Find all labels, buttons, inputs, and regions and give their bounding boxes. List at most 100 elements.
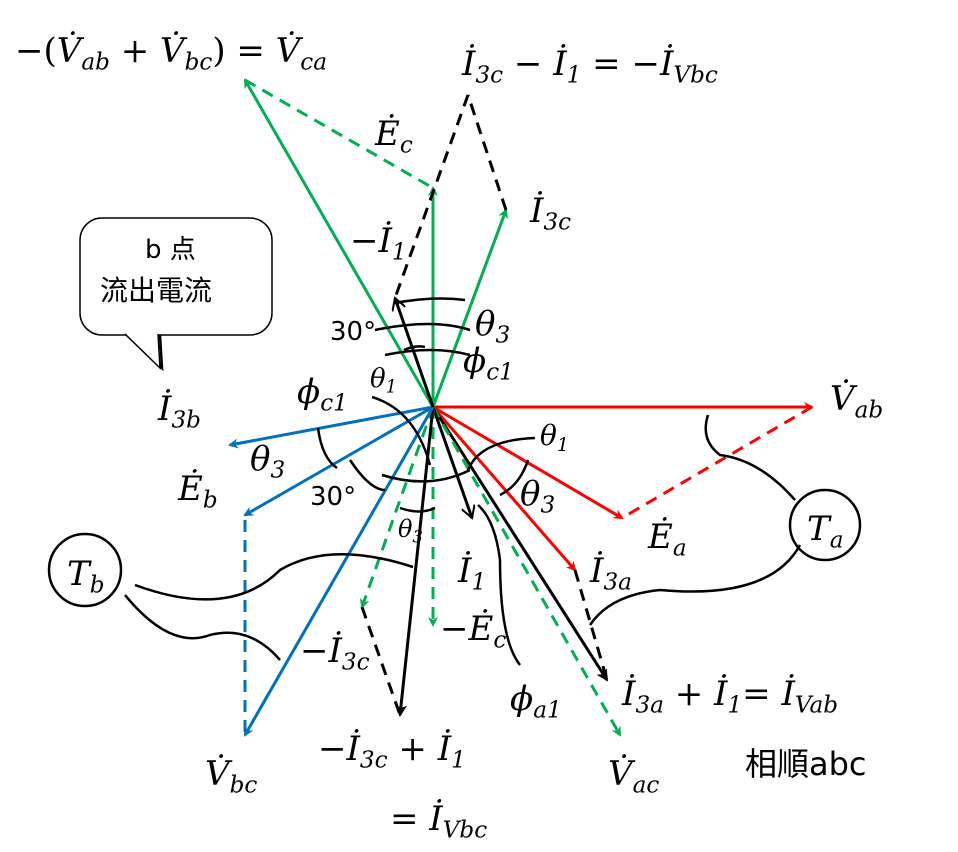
construction-line-i3c <box>466 94 508 211</box>
wire-ta-1 <box>588 544 802 626</box>
angle-arc-theta3-right <box>499 459 530 497</box>
label-main: İ <box>621 674 636 714</box>
label-phi-c1-top: ϕc1​ <box>463 341 514 385</box>
label-main: = − <box>581 44 660 84</box>
angle-arc-theta1-top <box>403 345 426 352</box>
label-main: Ė <box>374 114 400 154</box>
label-main: İ <box>552 44 567 84</box>
label-subscript: ca <box>300 49 327 75</box>
label-main: − <box>503 44 553 84</box>
label-subscript: a <box>673 535 687 561</box>
vector-i3b <box>228 405 434 449</box>
label-main: θ <box>540 419 557 452</box>
label-i1: İ1​ <box>457 551 486 595</box>
vector-i3c <box>431 208 508 408</box>
label-main: V̇ <box>276 31 304 71</box>
label-main: V̇ <box>205 754 233 794</box>
label-neg-i3c: −İ3c​ <box>300 631 370 675</box>
label-main: θ <box>475 304 495 344</box>
label-main: ϕ <box>297 372 320 412</box>
wire-tb-2 <box>124 594 281 661</box>
angle-arc-theta3-left <box>316 427 338 470</box>
label-phi-c1-left: ϕc1​ <box>297 372 348 416</box>
terminal-ta-circle <box>788 488 862 562</box>
label-subscript: 1 <box>471 569 486 595</box>
label-vab: V̇ab​ <box>830 379 883 424</box>
label-theta3-top: θ3​ <box>475 304 510 348</box>
vector-ivab <box>431 406 609 682</box>
phase-order-label: 相順abc <box>745 745 867 783</box>
label-main: Ė <box>177 469 203 509</box>
label-ivbc-eq2: = İVbc​ <box>390 799 487 843</box>
label-eb: Ėb​ <box>177 469 218 513</box>
label-subscript: c1 <box>486 359 514 385</box>
label-main: V̇ <box>830 379 858 419</box>
label-ivab-eq: İ3a​ + İ1​= İVab​ <box>621 674 838 718</box>
label-vbc: V̇bc​ <box>205 754 257 799</box>
vector-i3a <box>431 406 577 572</box>
label-theta1-top: θ1​ <box>370 364 397 398</box>
vector-i1 <box>395 298 435 408</box>
angle-arc-theta3-bottom <box>399 506 436 513</box>
construction-line-ea <box>621 405 813 520</box>
label-main: = <box>742 674 781 714</box>
label-subscript: 3c <box>360 747 388 773</box>
label-main: İ <box>589 551 604 591</box>
label-main: İ <box>659 44 674 84</box>
label-main: θ <box>398 515 413 543</box>
label-main: Ė <box>647 517 673 557</box>
label-vca-eq: −(V̇ab​ + V̇bc​) = V̇ca​ <box>15 31 327 76</box>
label-subscript: bc <box>230 772 258 798</box>
label-main: ) = <box>212 31 275 71</box>
label-main: θ <box>370 364 386 394</box>
label-main: İ <box>529 191 544 231</box>
label-subscript: a1 <box>533 697 561 723</box>
construction-line-ec <box>244 78 434 190</box>
angle-arc-30-left <box>348 459 386 492</box>
label-theta3-left: θ3​ <box>250 439 285 483</box>
label-main: θ <box>520 474 540 514</box>
label-subscript: 1 <box>386 378 397 398</box>
label-main: İ <box>461 44 476 84</box>
label-i3c: İ3c​ <box>529 191 571 235</box>
label-subscript: 1 <box>727 692 742 718</box>
label-subscript: 3c <box>342 649 370 675</box>
label-i3b: İ3b​ <box>157 389 201 433</box>
leader-theta1-right <box>466 436 536 471</box>
vector-vac <box>431 406 622 737</box>
label-ta: Ta​ <box>807 509 843 553</box>
label-tb: Tb​ <box>67 554 104 598</box>
label-subscript: ac <box>633 772 660 798</box>
vector-vbc <box>243 406 435 737</box>
label-subscript: Vab <box>795 692 838 718</box>
vector-i3c <box>359 406 435 609</box>
label-main: İ <box>713 674 728 714</box>
label-subscript: Vbc <box>673 62 717 88</box>
angle-arc-30-top <box>374 322 471 332</box>
label-subscript: a <box>830 527 844 553</box>
label-subscript: 3 <box>270 457 285 483</box>
label-main: İ <box>457 551 472 591</box>
leader-phi-c1-left <box>371 395 432 466</box>
label-vac: V̇ac​ <box>608 754 659 799</box>
label-subscript: 3 <box>412 527 422 546</box>
label-subscript: ab <box>855 397 884 423</box>
label-main: −İ <box>318 729 360 769</box>
speech-bubble <box>79 217 273 336</box>
label-subscript: bc <box>185 49 213 75</box>
label-subscript: 3a <box>635 692 663 718</box>
label-theta3-right: θ3​ <box>520 474 555 518</box>
speech-bubble-tail <box>124 333 161 370</box>
angle-arc-phi-c1-top <box>384 348 471 357</box>
label-i3a: İ3a​ <box>589 551 632 595</box>
label-main: + <box>388 729 438 769</box>
angle-arc-theta3-top <box>394 297 466 305</box>
wire-ta-2 <box>704 414 796 501</box>
construction-line-neg-i1 <box>393 94 470 299</box>
label-main: −( <box>15 31 57 71</box>
label-main: T <box>67 554 92 594</box>
label-subscript: b <box>203 487 218 513</box>
label-subscript: 3b <box>171 407 201 433</box>
